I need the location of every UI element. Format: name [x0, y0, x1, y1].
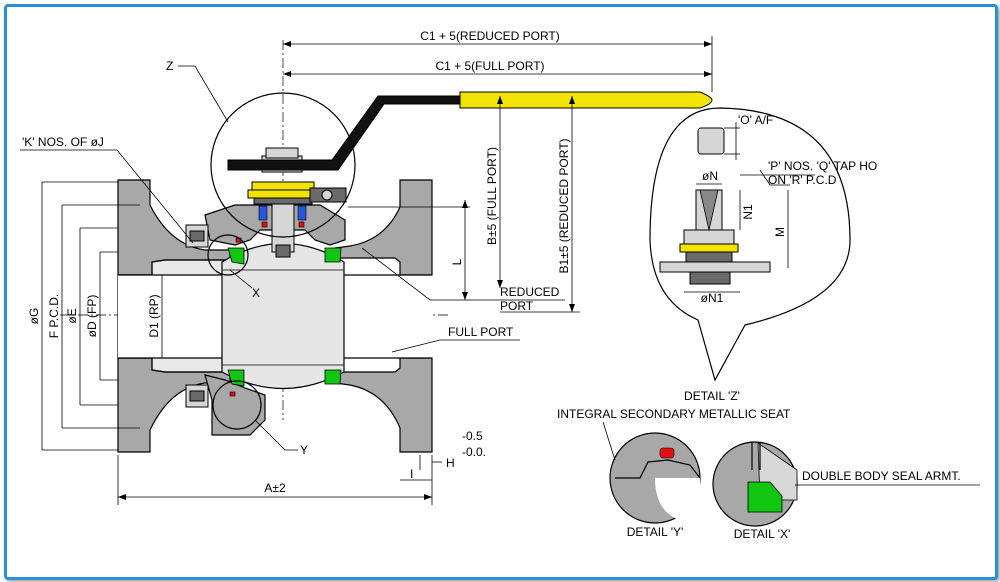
label-o-af: 'O' A/F	[738, 113, 773, 127]
valve-body	[60, 40, 713, 453]
label-double-seal: DOUBLE BODY SEAL ARMT.	[802, 469, 961, 483]
label-i: I	[410, 467, 413, 481]
label-og: øG	[27, 308, 41, 325]
labels: C1 + 5(REDUCED PORT) C1 + 5(FULL PORT) Z…	[22, 29, 961, 541]
detail-x	[712, 441, 980, 527]
label-l: L	[450, 258, 464, 265]
label-n1: N1	[741, 204, 755, 220]
label-y: Y	[300, 443, 308, 457]
label-p-nos-1: 'P' NOS. 'Q' TAP HO	[768, 159, 877, 173]
label-b-full: B±5 (FULL PORT)	[485, 147, 499, 245]
label-h: H	[446, 456, 455, 470]
label-reduced-port-2: PORT	[500, 299, 534, 313]
label-tol-2: -0.0.	[462, 445, 486, 459]
label-fpcd: F P.C.D.	[47, 294, 61, 338]
dimensions-main	[20, 36, 713, 505]
label-od-fp: øD (FP)	[85, 295, 99, 338]
detail-y	[602, 421, 701, 524]
detail-x-marker	[207, 234, 249, 276]
label-on: øN	[702, 169, 718, 183]
label-z: Z	[166, 59, 173, 73]
label-detail-y: DETAIL 'Y'	[627, 525, 684, 539]
detail-y-marker	[212, 380, 262, 430]
label-detail-z: DETAIL 'Z'	[684, 389, 740, 403]
label-tol-1: -0.5	[462, 429, 483, 443]
label-b1-reduced: B1±5 (REDUCED PORT)	[557, 138, 571, 273]
label-oe: øE	[65, 308, 79, 323]
label-m: M	[773, 227, 787, 237]
label-integral-seat: INTEGRAL SECONDARY METALLIC SEAT	[557, 407, 791, 421]
label-c1-full: C1 + 5(FULL PORT)	[435, 59, 544, 73]
label-p-nos-2: ON 'R' P.C.D	[768, 173, 837, 187]
label-detail-x: DETAIL 'X'	[734, 527, 791, 541]
label-x: X	[252, 286, 260, 300]
label-k-nos: 'K' NOS. OF øJ	[22, 135, 104, 149]
label-d1-rp: D1 (RP)	[147, 294, 161, 337]
label-reduced-port-1: REDUCED	[500, 285, 560, 299]
label-c1-reduced: C1 + 5(REDUCED PORT)	[420, 29, 559, 43]
label-full-port: FULL PORT	[448, 325, 514, 339]
label-on1: øN1	[701, 291, 724, 305]
detail-z-marker	[210, 92, 356, 238]
detail-z	[649, 107, 851, 382]
label-a: A±2	[264, 481, 286, 495]
